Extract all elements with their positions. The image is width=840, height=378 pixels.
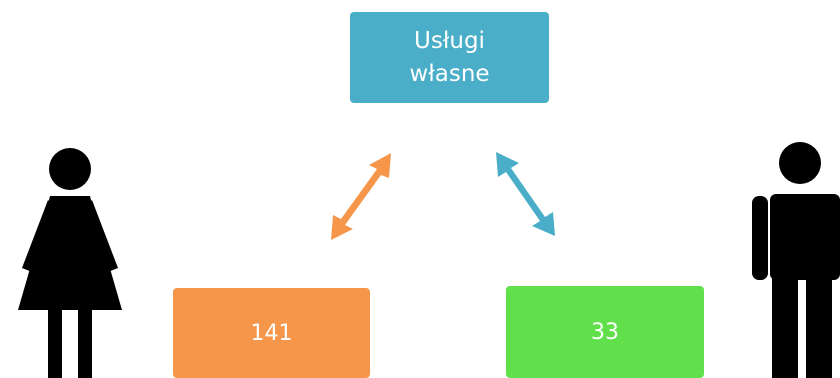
double-arrow-right-icon [496,152,555,236]
own-services-box: Usługi własne [350,12,549,103]
men-count-box: 33 [506,286,704,378]
man-icon [752,142,840,378]
women-count-value: 141 [250,320,293,346]
women-count-box: 141 [173,288,370,378]
double-arrow-left-icon [331,153,391,240]
men-count-value: 33 [591,319,619,345]
own-services-label: Usługi własne [409,27,490,87]
woman-icon [18,148,122,378]
